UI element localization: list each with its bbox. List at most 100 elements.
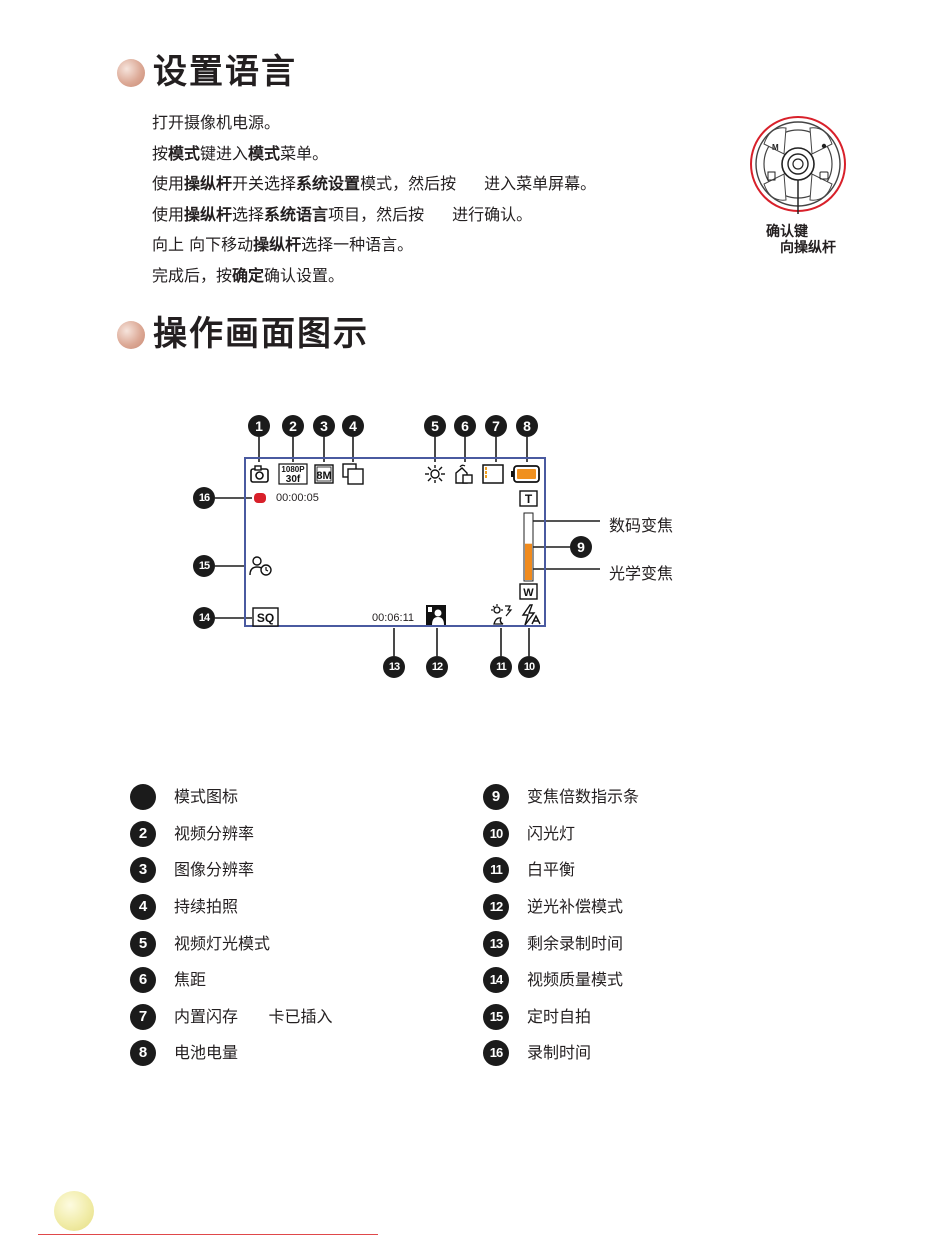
mode-button-label: M: [772, 143, 779, 152]
legend-text: 逆光补偿模式: [527, 897, 624, 916]
flash-icon: [521, 604, 541, 626]
legend-number: 11: [483, 857, 509, 883]
step-text: 选择: [232, 204, 265, 224]
bold-term: 确定: [232, 265, 265, 285]
legend-number: 5: [130, 931, 156, 957]
instruction-step: 完成后，按确定确认设置。: [152, 265, 344, 287]
section-bullet: [117, 59, 145, 87]
zoom-wide-label: W: [523, 587, 534, 599]
image-resolution-text: 8M: [316, 470, 331, 482]
page-divider-line: [38, 1234, 378, 1235]
optical-zoom-label: 光学变焦: [609, 564, 674, 583]
legend-text: 内置闪存 卡已插入: [174, 1007, 333, 1026]
step-text: 使用: [152, 174, 185, 193]
legend-number: 12: [483, 894, 509, 920]
legend-number: 6: [130, 967, 156, 993]
legend-number: 13: [483, 931, 509, 957]
callout-3: 3: [313, 415, 335, 437]
backlight-icon: [426, 605, 446, 625]
legend-number: 7: [130, 1004, 156, 1030]
step-text: 打开摄像机电源。: [152, 113, 281, 132]
instruction-step: 打开摄像机电源。: [152, 112, 280, 134]
legend-number: 3: [130, 857, 156, 883]
step-text: 按: [152, 143, 169, 163]
legend-text: 视频质量模式: [527, 970, 624, 989]
legend-text: 图像分辨率: [174, 860, 255, 879]
step-text: 完成后，按: [152, 265, 233, 285]
legend-number: 9: [483, 784, 509, 810]
self-timer-icon: [249, 556, 272, 576]
quality-text: SQ: [257, 611, 274, 625]
callout-9: 9: [570, 536, 592, 558]
zoom-bar: T W: [519, 490, 538, 600]
callout-1: 1: [248, 415, 270, 437]
white-balance-icon: [491, 604, 513, 625]
instruction-step: 向上 向下移动操纵杆选择一种语言。: [152, 234, 413, 256]
bold-term: 操纵杆: [184, 204, 233, 224]
memory-card-icon: [482, 464, 504, 484]
step-text: 进入菜单屏幕。: [484, 174, 597, 193]
legend-text: 变焦倍数指示条: [527, 787, 640, 806]
joystick-illustration: M: [750, 116, 846, 214]
zoom-fill: [525, 543, 532, 580]
video-resolution-icon: 1080P 30f: [278, 463, 308, 485]
record-time: 00:00:05: [276, 492, 319, 504]
video-resolution-bottom: 30f: [286, 474, 301, 485]
legend-text: 白平衡: [527, 860, 576, 879]
step-text: 进行确认。: [452, 204, 533, 224]
video-resolution-top: 1080P: [281, 465, 305, 474]
step-text: 键进入: [200, 143, 249, 163]
callout-5: 5: [424, 415, 446, 437]
digital-zoom-label: 数码变焦: [609, 516, 674, 535]
callout-lines: [215, 437, 600, 656]
camera-mode-icon: [250, 465, 269, 483]
callout-6: 6: [454, 415, 476, 437]
camera-screen: [244, 457, 546, 627]
legend-number: 8: [130, 1040, 156, 1066]
callout-10: 10: [518, 656, 540, 678]
bold-term: 操纵杆: [184, 174, 233, 193]
legend-number: 10: [483, 821, 509, 847]
battery-icon: [511, 465, 540, 483]
callout-8: 8: [516, 415, 538, 437]
step-text: 使用: [152, 204, 185, 224]
legend-text: 焦距: [174, 970, 207, 989]
callout-16: 16: [193, 487, 215, 509]
focus-icon: [455, 464, 473, 484]
legend-text: 定时自拍: [527, 1007, 592, 1026]
instruction-step: 使用操纵杆选择系统语言项目，然后按进行确认。: [152, 204, 532, 226]
video-light-icon: [425, 465, 445, 483]
callout-15: 15: [193, 555, 215, 577]
section-title-language: 设置语言: [153, 52, 297, 92]
step-text: 确认设置。: [264, 265, 345, 285]
legend-number: 14: [483, 967, 509, 993]
image-resolution-icon: 8M: [314, 464, 334, 484]
bold-term: 模式: [168, 143, 201, 163]
callout-7: 7: [485, 415, 507, 437]
legend-text: 电池电量: [174, 1043, 239, 1062]
section-title-screen: 操作画面图示: [153, 314, 369, 354]
callout-13: 13: [383, 656, 405, 678]
legend-number: 2: [130, 821, 156, 847]
legend-number: [130, 784, 156, 810]
legend-text: 视频分辨率: [174, 824, 255, 843]
step-text: 开关选择: [232, 174, 297, 193]
callout-4: 4: [342, 415, 364, 437]
joystick-label-stick: 向操纵杆: [780, 240, 836, 256]
bold-term: 操纵杆: [253, 235, 302, 254]
instruction-step: 使用操纵杆开关选择系统设置模式，然后按 进入菜单屏幕。: [152, 173, 596, 195]
legend-text: 模式图标: [174, 787, 239, 806]
remaining-time: 00:06:11: [372, 612, 415, 624]
callout-11: 11: [490, 656, 512, 678]
record-indicator-icon: [254, 493, 266, 503]
step-text: 项目，然后按: [328, 204, 425, 224]
callout-14: 14: [193, 607, 215, 629]
step-text: 模式，然后按: [360, 174, 457, 193]
step-text: 选择一种语言。: [301, 235, 414, 254]
page-marker-dot: [54, 1191, 94, 1231]
joystick-label-confirm: 确认键: [766, 224, 808, 240]
bold-term: 系统设置: [296, 174, 361, 193]
legend-text: 持续拍照: [174, 897, 239, 916]
bold-term: 模式: [248, 143, 281, 163]
zoom-tele-label: T: [525, 492, 533, 506]
